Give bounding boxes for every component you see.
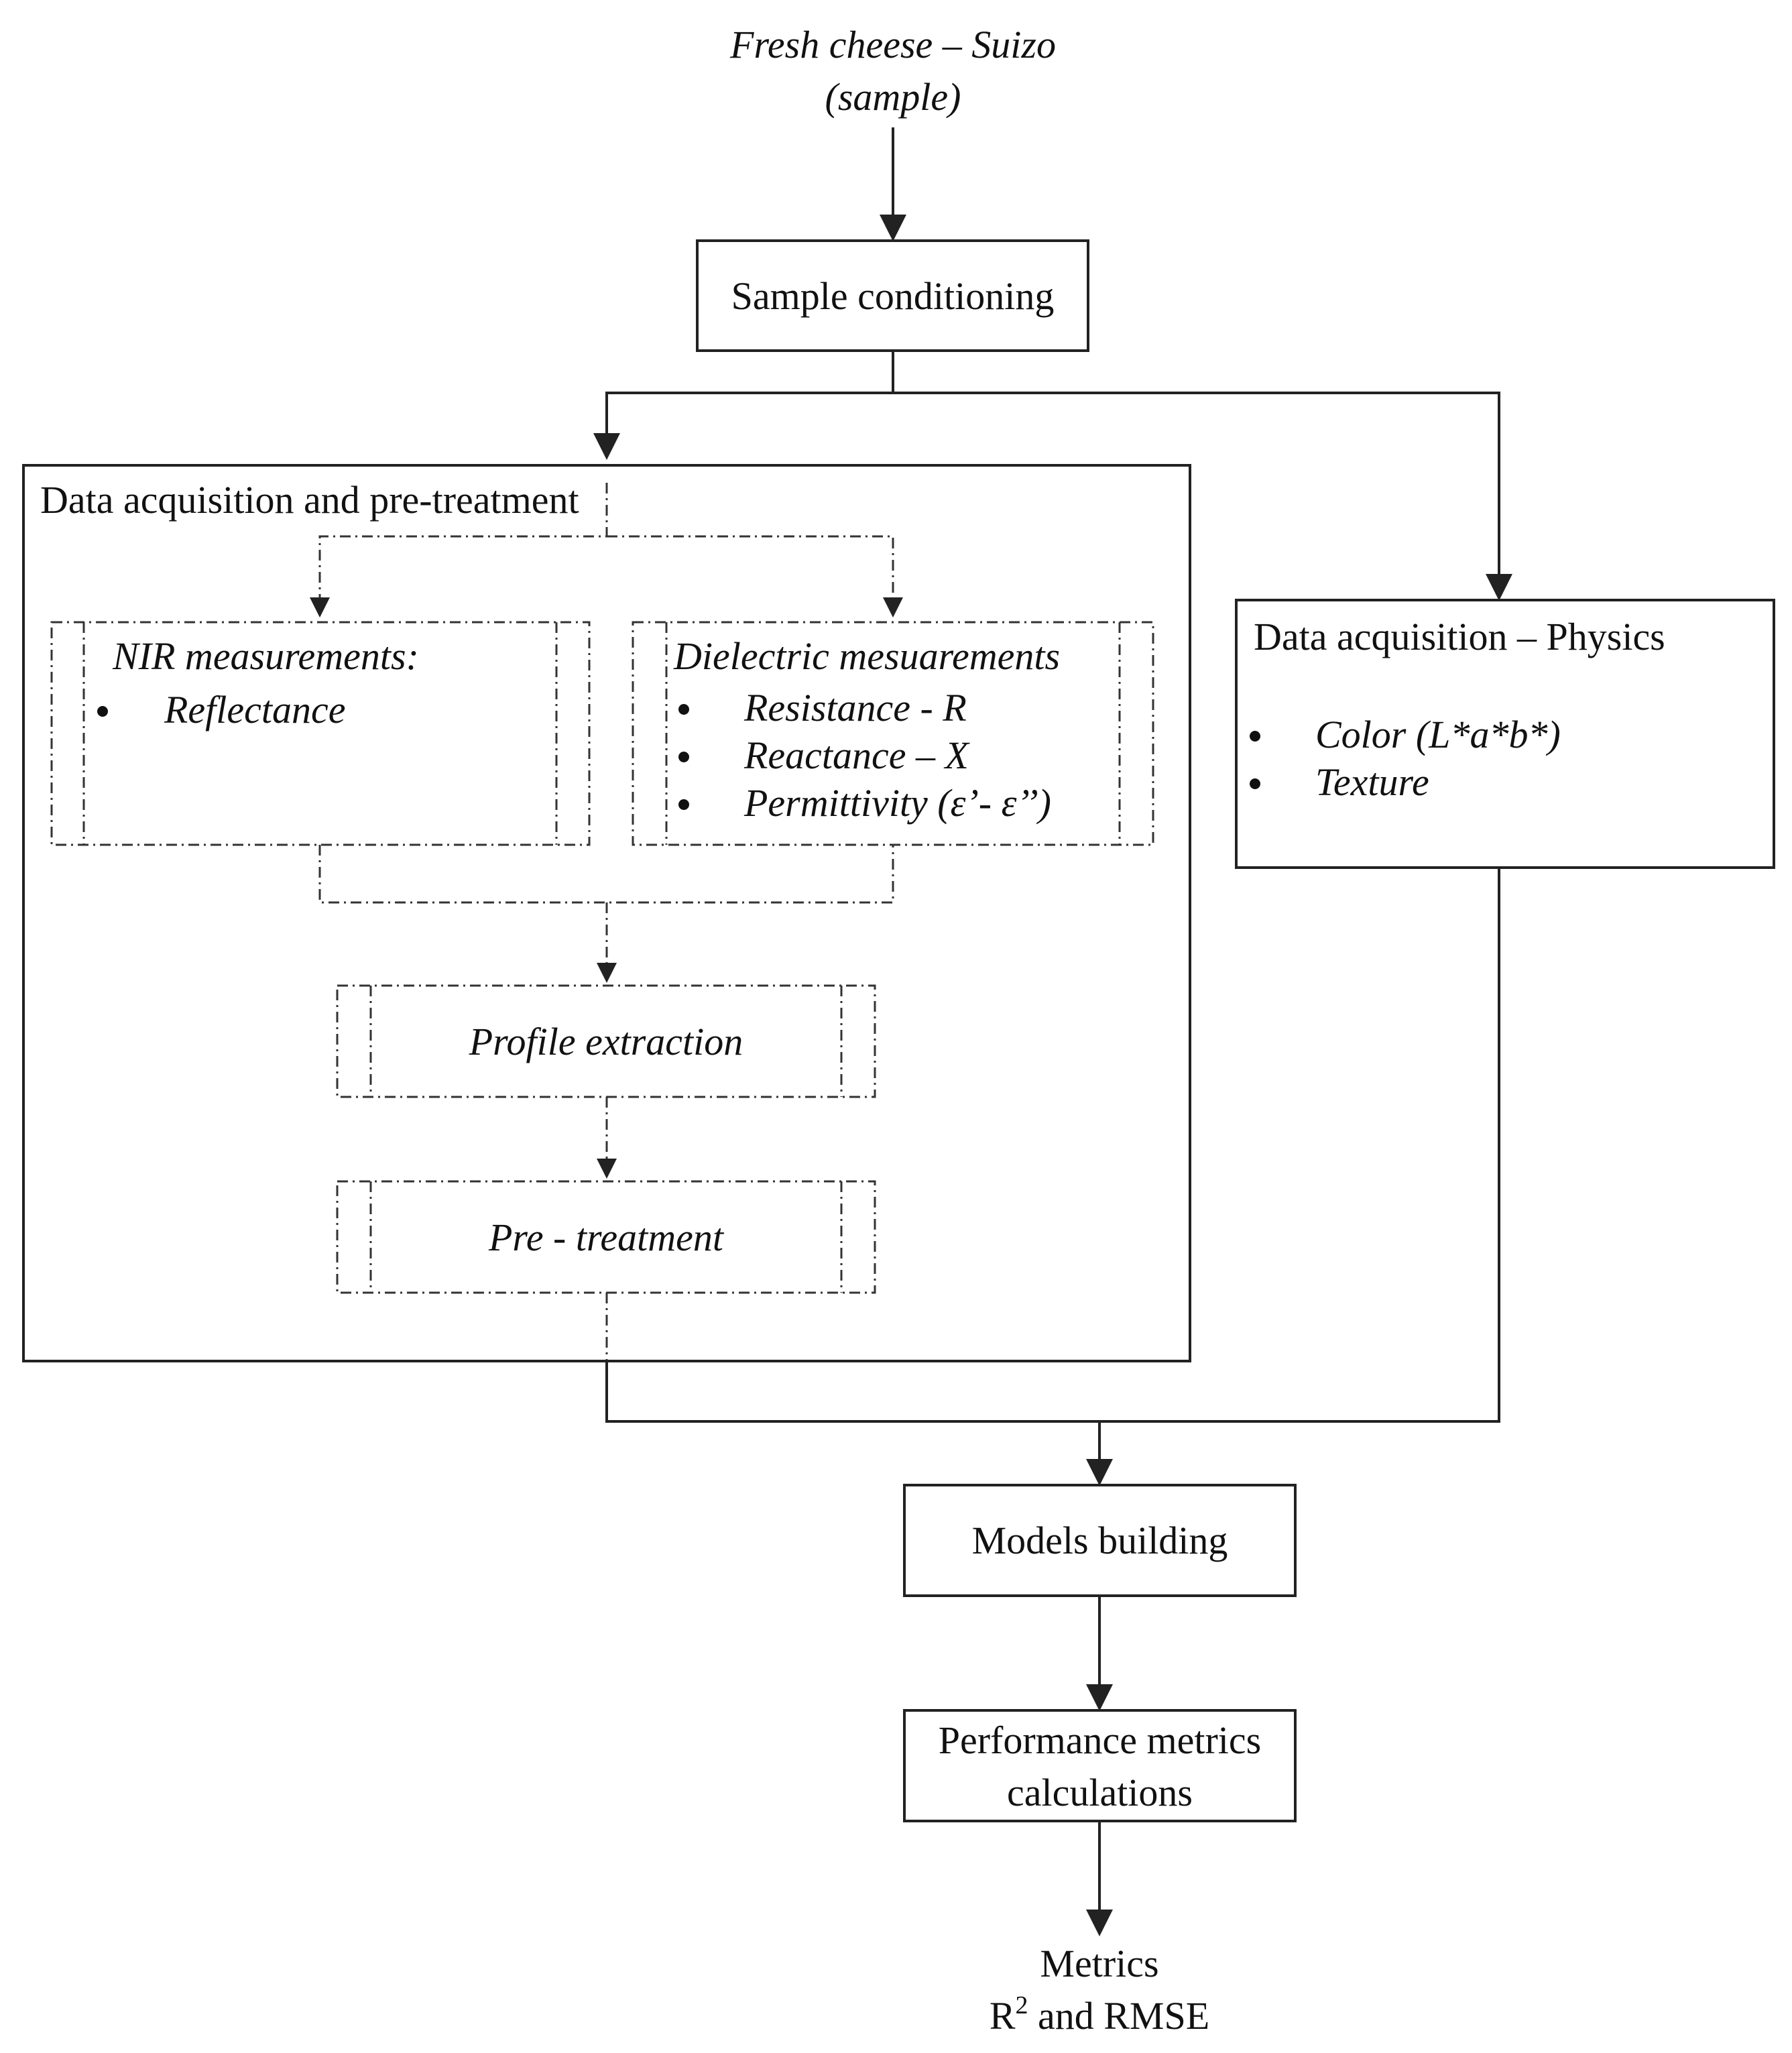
sample-conditioning-label: Sample conditioning <box>731 274 1055 318</box>
dielectric-bullet-2 <box>678 752 689 762</box>
physics-title: Data acquisition – Physics <box>1254 615 1665 658</box>
nir-title: NIR measurements: <box>113 634 419 678</box>
pre-treatment-label: Pre - treatment <box>488 1216 724 1259</box>
physics-bullet-2 <box>1250 778 1260 789</box>
input-label-line1: Fresh cheese – Suizo <box>730 23 1056 66</box>
physics-item-color: Color (L*a*b*) <box>1315 713 1561 756</box>
nir-item-reflectance: Reflectance <box>164 688 346 731</box>
sample-conditioning-box: Sample conditioning <box>696 239 1089 352</box>
performance-box: Performance metrics calculations <box>903 1709 1297 1822</box>
metrics-r-exponent: 2 <box>1015 1991 1028 2019</box>
dielectric-item-reactance: Reactance – X <box>744 734 969 777</box>
models-building-box: Models building <box>903 1484 1297 1597</box>
nir-bullet <box>97 706 108 717</box>
dielectric-title: Dielectric mesuarements <box>674 634 1061 678</box>
nir-frame <box>50 621 591 846</box>
models-building-label: Models building <box>971 1519 1228 1562</box>
arrow-acquisition-to-merge <box>605 1362 1113 1486</box>
profile-extraction-label: Profile extraction <box>469 1020 743 1063</box>
physics-item-texture: Texture <box>1315 760 1429 804</box>
metrics-r: R <box>989 1994 1016 2038</box>
acquisition-pretreatment-box <box>22 464 1191 1362</box>
performance-label-line2: calculations <box>1006 1771 1193 1814</box>
metrics-rest: and RMSE <box>1028 1994 1210 2038</box>
dielectric-item-permittivity: Permittivity (ε’- ε’’) <box>744 781 1051 825</box>
metrics-label-line2: R2 and RMSE <box>831 1993 1368 2038</box>
dielectric-bullet-3 <box>678 799 689 810</box>
dielectric-bullet-1 <box>678 704 689 715</box>
metrics-label-line1: Metrics <box>1040 1942 1159 1985</box>
dielectric-item-resistance: Resistance - R <box>744 686 967 729</box>
arrow-physics-to-merge <box>1099 869 1500 1423</box>
arrow-conditioning-to-acquisition <box>593 352 894 460</box>
physics-bullet-1 <box>1250 731 1260 742</box>
dashed-split-right <box>607 535 903 618</box>
acquisition-pretreatment-title: Data acquisition and pre-treatment <box>40 478 579 522</box>
input-label-line2: (sample) <box>825 75 961 119</box>
performance-label-line1: Performance metrics <box>938 1718 1262 1762</box>
dashed-split <box>310 483 608 618</box>
physics-box: Data acquisition – Physics Color (L*a*b*… <box>1235 599 1775 869</box>
arrow-conditioning-to-physics <box>893 392 1512 601</box>
dashed-merge <box>318 845 894 904</box>
